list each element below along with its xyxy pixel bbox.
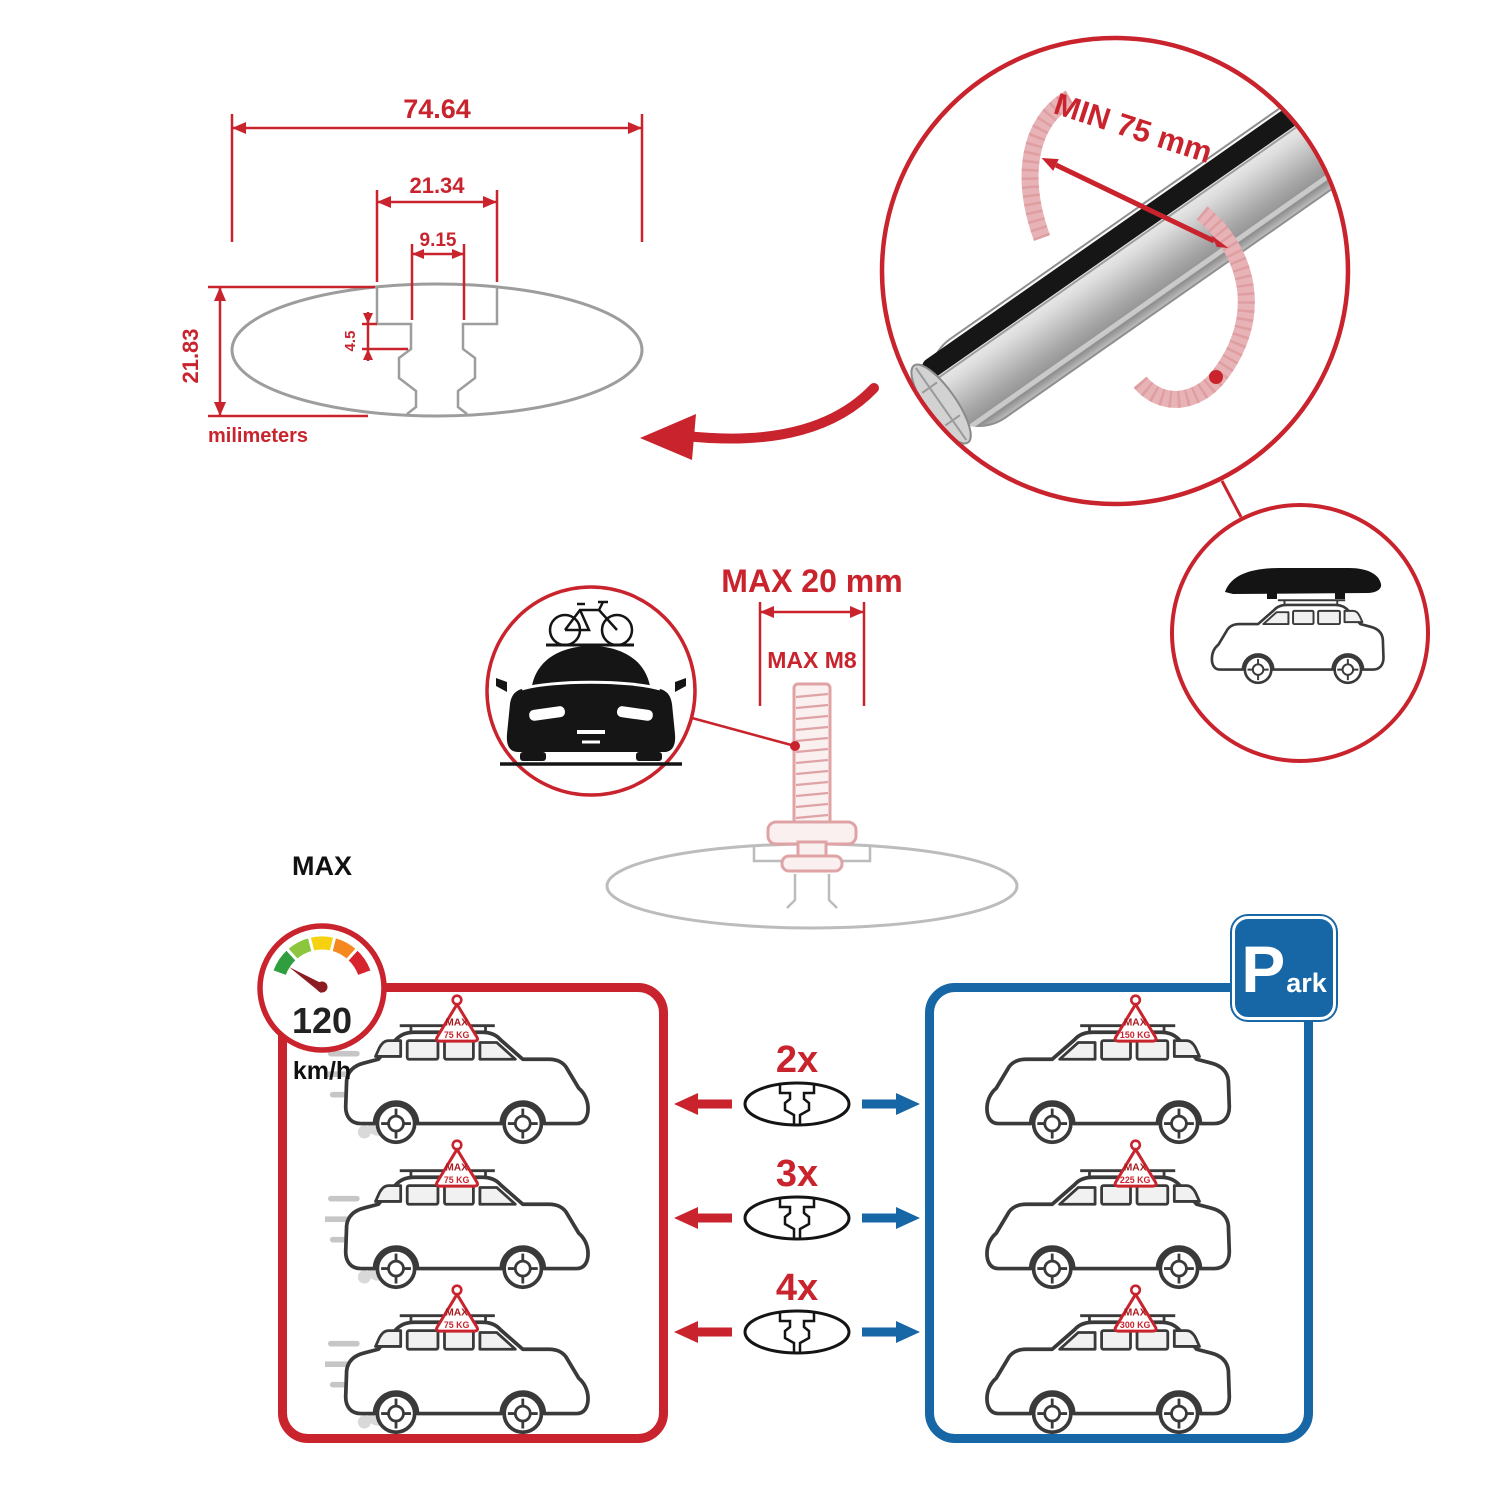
car-art (343, 1168, 590, 1290)
max-width-label: MAX 20 mm (721, 563, 902, 599)
roof-load-sign: MAX 225 KG (1113, 1139, 1158, 1188)
left-arrow (674, 1093, 698, 1115)
dim-height: 21.83 (178, 328, 203, 383)
profile-channel-right (456, 287, 499, 415)
car-art (343, 1313, 590, 1435)
right-arrow (896, 1093, 920, 1115)
option-3x: 3x (674, 1153, 920, 1241)
clamp-point-dot (1209, 370, 1223, 384)
roof-load-sign: MAX 75 KG (435, 1284, 480, 1333)
ghost-profile-channel (752, 846, 872, 909)
mirror-left (496, 678, 507, 692)
bicycle-icon (546, 600, 634, 647)
connector-bar-to-car (1220, 480, 1243, 518)
dim-slot-width: 9.15 (420, 230, 457, 251)
front-vehicle-bike-circle (485, 585, 697, 797)
dimension-arrowheads (214, 122, 642, 416)
crossbar-section-icon (743, 1081, 851, 1127)
profile-channel-left (375, 287, 418, 415)
qty-label: 3x (776, 1153, 818, 1195)
sign-value: 300 KG (1120, 1320, 1151, 1330)
bolt-spec: MAX 20 mm MAX M8 (605, 563, 1019, 930)
crossbar-section-icon (743, 1195, 851, 1241)
gauge-needle (289, 967, 325, 993)
dim-channel-width: 21.34 (409, 173, 465, 198)
qty-label: 4x (776, 1267, 818, 1309)
option-2x: 2x (674, 1039, 920, 1127)
crossbar-section-icon (743, 1309, 851, 1355)
qty-label: 2x (776, 1039, 818, 1081)
crossbar-zoom-circle: MIN 75 mm (879, 35, 1351, 507)
sign-title: MAX (445, 1163, 468, 1174)
roof-load-sign: MAX 75 KG (435, 994, 480, 1043)
option-4x: 4x (674, 1267, 920, 1355)
gauge-ticks (286, 937, 358, 961)
roof-load-sign: MAX 75 KG (435, 1139, 480, 1188)
headlight-right (616, 706, 653, 721)
car-art (985, 1168, 1232, 1290)
driving-car-3: MAX 75 KG (325, 1284, 590, 1435)
unit-label: milimeters (208, 425, 308, 447)
roofbox-vehicle-circle (1170, 503, 1430, 763)
speed-limit-gauge: MAX 120 km/h (257, 853, 387, 1085)
connector-car-to-bolt (691, 716, 796, 748)
dimension-lines (208, 114, 644, 418)
parked-car-2: MAX 225 KG (985, 1139, 1232, 1290)
parking-sign-rest: ark (1286, 968, 1327, 998)
car-art (985, 1023, 1232, 1145)
sign-title: MAX (1124, 1018, 1147, 1029)
right-arrow (896, 1321, 920, 1343)
car-art (985, 1313, 1232, 1435)
roof-cargo-box (1225, 568, 1382, 594)
mirror-right (675, 678, 686, 692)
dim-outer-width: 74.64 (403, 94, 471, 124)
driving-car-2: MAX 75 KG (325, 1139, 590, 1290)
parked-car-3: MAX 300 KG (985, 1284, 1232, 1435)
headlight-left (529, 706, 566, 721)
dim-slot-depth: 4.5 (342, 331, 359, 352)
sign-title: MAX (1124, 1163, 1147, 1174)
parking-sign-letter: P (1241, 932, 1286, 1006)
clamp-strap-front (1133, 206, 1255, 408)
left-arrow (674, 1321, 698, 1343)
t-bolt (766, 682, 858, 873)
left-arrow (674, 1207, 698, 1229)
crossbar-quantity-options: 2x 3x 4x (674, 1039, 920, 1355)
sign-value: 75 KG (444, 1320, 470, 1330)
speed-value: 120 (292, 1000, 352, 1041)
technical-cross-section: 74.64 21.34 9.15 4.5 21.83 milimeters (178, 94, 644, 447)
sign-value: 75 KG (444, 1030, 470, 1040)
clamp-strap-back (1021, 90, 1075, 241)
bolt-dimension-lines (758, 602, 866, 706)
parking-load-panel: MAX 150 KG MAX 225 KG MAX 300 KG (925, 983, 1313, 1443)
car-front-view (496, 646, 686, 766)
sign-value: 150 KG (1120, 1030, 1151, 1040)
parked-car-1: MAX 150 KG (985, 994, 1232, 1145)
right-arrow (896, 1207, 920, 1229)
parking-sign: P ark (1232, 916, 1336, 1020)
sign-title: MAX (1124, 1308, 1147, 1319)
sign-title: MAX (445, 1018, 468, 1029)
speed-unit: km/h (293, 1057, 351, 1085)
driving-load-panel: MAX 75 KG MAX 75 KG (278, 983, 668, 1443)
sign-value: 75 KG (444, 1175, 470, 1185)
roof-load-sign: MAX 300 KG (1113, 1284, 1158, 1333)
sign-value: 225 KG (1120, 1175, 1151, 1185)
sign-title: MAX (445, 1308, 468, 1319)
profile-oval (230, 282, 644, 418)
roof-load-sign: MAX 150 KG (1113, 994, 1158, 1043)
gauge-title: MAX (292, 853, 352, 881)
max-thread-label: MAX M8 (767, 647, 857, 673)
driving-car-1: MAX 75 KG (325, 994, 590, 1145)
zoom-pointer-arrow (640, 383, 879, 460)
